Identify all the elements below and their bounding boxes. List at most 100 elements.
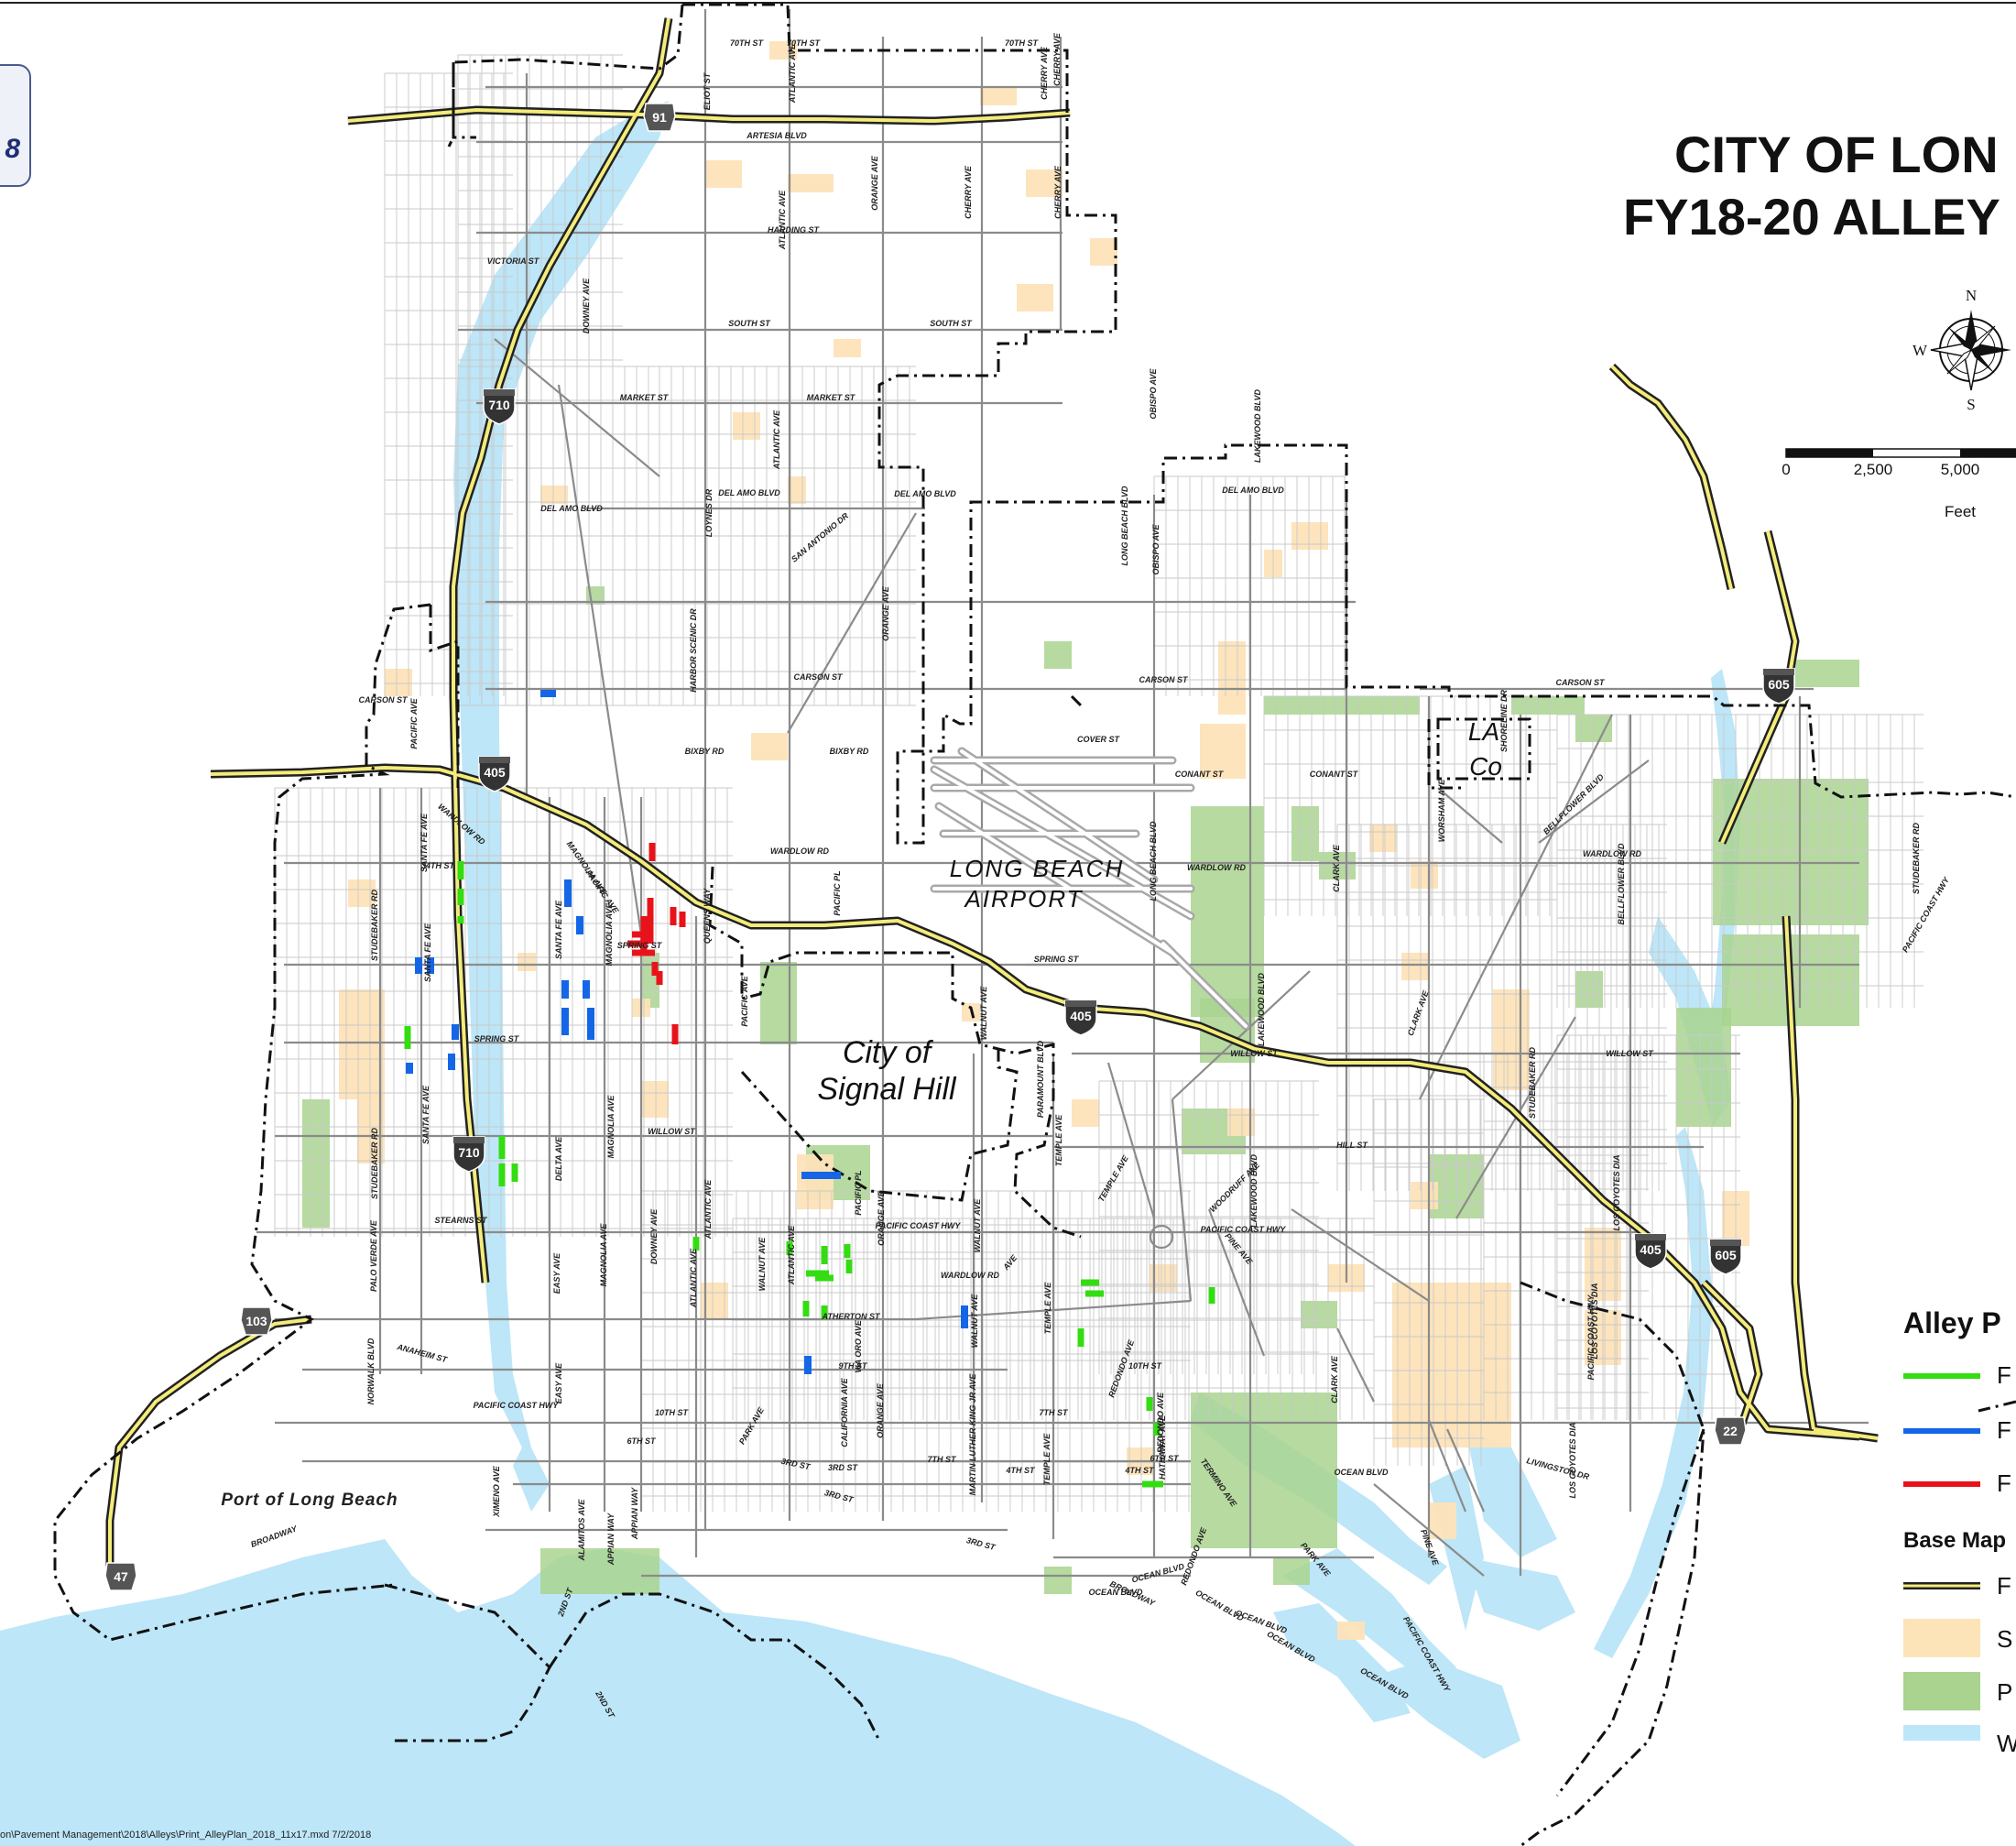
street-label: 70TH ST bbox=[787, 38, 822, 48]
street-label: WALNUT AVE bbox=[973, 1198, 982, 1252]
legend-item-green-text: F bbox=[1997, 1361, 2011, 1389]
street-label: HILL ST bbox=[1336, 1141, 1368, 1150]
street-label: PACIFIC COAST HWY bbox=[474, 1401, 560, 1410]
port-label: Port of Long Beach bbox=[221, 1491, 398, 1510]
street-label: WARDLOW RD bbox=[941, 1271, 999, 1280]
street-label: REDONDO AVE bbox=[1156, 1392, 1165, 1453]
legend-swatch-park bbox=[1903, 1672, 1980, 1710]
street-label: PARAMOUNT BLVD bbox=[1036, 1040, 1045, 1118]
street-label: LIVINGSTON DR bbox=[1526, 1456, 1591, 1481]
route-shield-number: 605 bbox=[1715, 1248, 1737, 1262]
scale-unit: Feet bbox=[1945, 503, 1976, 520]
compass-w: W bbox=[1912, 342, 1928, 359]
street-label: PACIFIC PL bbox=[854, 1170, 863, 1215]
la-county-label-1: LA bbox=[1468, 717, 1499, 746]
street-label: 7TH ST bbox=[1039, 1408, 1069, 1417]
street-label: 3RD ST bbox=[965, 1535, 997, 1552]
street-label: 9TH ST bbox=[838, 1361, 868, 1371]
legend-water-text: W bbox=[1997, 1730, 2016, 1757]
legend-basemap-title: Base Map bbox=[1903, 1528, 2007, 1553]
route-shield-405: 405 bbox=[1064, 999, 1097, 1036]
street-label: 3RD ST bbox=[823, 1488, 855, 1504]
street-label: WILLOW ST bbox=[1606, 1049, 1654, 1058]
page-tab: 8 bbox=[0, 64, 31, 187]
street-label: APPIAN WAY bbox=[606, 1513, 616, 1566]
route-shield-22: 22 bbox=[1714, 1416, 1747, 1446]
page-tab-number: 8 bbox=[5, 134, 20, 164]
street-label: TEMPLE AVE bbox=[1096, 1153, 1130, 1204]
freeways bbox=[105, 17, 1879, 1576]
street-label: 4TH ST bbox=[1005, 1466, 1036, 1475]
scale-bar: 0 2,500 5,000 Feet bbox=[1782, 448, 2016, 520]
legend-swatches bbox=[1903, 1373, 1980, 1741]
street-label: CHERRY AVE bbox=[1040, 46, 1049, 100]
street-label: 3RD ST bbox=[828, 1463, 859, 1472]
route-shield-91: 91 bbox=[643, 103, 676, 132]
street-label: MARTIN LUTHER KING JR AVE bbox=[968, 1373, 977, 1496]
street-label: WALNUT AVE bbox=[970, 1294, 979, 1348]
street-label: OBISPO AVE bbox=[1151, 524, 1161, 575]
street-label: STUDEBAKER RD bbox=[370, 1128, 379, 1200]
street-label: PACIFIC COAST HWY bbox=[1586, 1294, 1596, 1381]
street-label: CLARK AVE bbox=[1330, 1355, 1339, 1403]
file-path-footer: on\Pavement Management\2018\Alleys\Print… bbox=[0, 1830, 372, 1841]
street-label: ATLANTIC AVE bbox=[689, 1248, 698, 1308]
street-label: TEMPLE AVE bbox=[1042, 1433, 1052, 1486]
street-label: LOS COYOTES DIA bbox=[1612, 1154, 1621, 1230]
street-label: ATLANTIC AVE bbox=[788, 43, 797, 104]
street-label: STUDEBAKER RD bbox=[1912, 823, 1921, 895]
legend: Alley P F F F Base Map F S P W bbox=[1878, 1301, 2016, 1757]
route-shield-number: 91 bbox=[652, 110, 667, 125]
street-label: MARKET ST bbox=[620, 393, 670, 402]
street-label: BIXBY RD bbox=[830, 747, 869, 756]
street-label: VICTORIA ST bbox=[487, 257, 540, 266]
street-label: STUDEBAKER RD bbox=[370, 890, 379, 962]
route-shield-number: 710 bbox=[488, 398, 510, 412]
street-label: OCEAN BLVD bbox=[1088, 1588, 1143, 1597]
street-label: PACIFIC PL bbox=[833, 870, 842, 915]
street-label: CARSON ST bbox=[1139, 675, 1189, 684]
street-label: SANTA FE AVE bbox=[420, 813, 429, 872]
legend-park-text: P bbox=[1997, 1678, 2013, 1706]
street-label: CALIFORNIA AVE bbox=[840, 1377, 849, 1447]
street-label: LONG BEACH BLVD bbox=[1149, 821, 1158, 901]
street-label: SPRING ST bbox=[617, 941, 663, 950]
street-label: HARDING ST bbox=[768, 225, 821, 235]
street-label: NORWALK BLVD bbox=[366, 1338, 376, 1404]
street-label: ATLANTIC AVE bbox=[703, 1179, 713, 1240]
street-label: CONANT ST bbox=[1310, 770, 1359, 779]
scale-label-5000: 5,000 bbox=[1941, 461, 1980, 478]
street-label: ORANGE AVE bbox=[870, 155, 879, 211]
signal-hill-label-2: Signal Hill bbox=[817, 1072, 957, 1107]
street-label: SPRING ST bbox=[474, 1034, 520, 1043]
compass-n: N bbox=[1966, 287, 1977, 304]
street-label: OCEAN BLVD bbox=[1334, 1468, 1389, 1477]
street-label: ATLANTIC AVE bbox=[778, 190, 787, 250]
street-label: SANTA FE AVE bbox=[423, 923, 432, 982]
street-label: 10TH ST bbox=[1128, 1361, 1163, 1371]
legend-item-red-text: F bbox=[1997, 1469, 2011, 1497]
street-label: PACIFIC AVE bbox=[409, 697, 419, 748]
street-label: OBISPO AVE bbox=[1149, 368, 1158, 420]
route-shield-number: 103 bbox=[245, 1314, 267, 1328]
route-shield-710: 710 bbox=[483, 388, 516, 425]
street-label: WALNUT AVE bbox=[979, 986, 988, 1040]
street-label: OCEAN BLVD bbox=[1130, 1562, 1185, 1585]
street-label: ORANGE AVE bbox=[881, 585, 890, 641]
street-label: 70TH ST bbox=[1005, 38, 1040, 48]
street-label: DEL AMO BLVD bbox=[540, 504, 603, 513]
street-label: WALNUT AVE bbox=[757, 1237, 767, 1291]
route-shield-103: 103 bbox=[240, 1306, 273, 1336]
street-label: CARSON ST bbox=[793, 672, 844, 682]
street-label: MAGNOLIA AVE bbox=[605, 902, 614, 967]
street-label: MAGNOLIA AVE bbox=[599, 1223, 608, 1287]
route-shield-number: 47 bbox=[114, 1569, 128, 1584]
street-label: DOWNEY AVE bbox=[582, 278, 591, 333]
signal-hill-label-1: City of bbox=[843, 1035, 934, 1070]
street-label: LAKEWOOD BLVD bbox=[1253, 389, 1262, 463]
street-label: ORANGE AVE bbox=[876, 1382, 885, 1438]
street-label: LAKEWOOD BLVD bbox=[1257, 973, 1266, 1046]
street-label: PACIFIC AVE bbox=[583, 868, 621, 916]
